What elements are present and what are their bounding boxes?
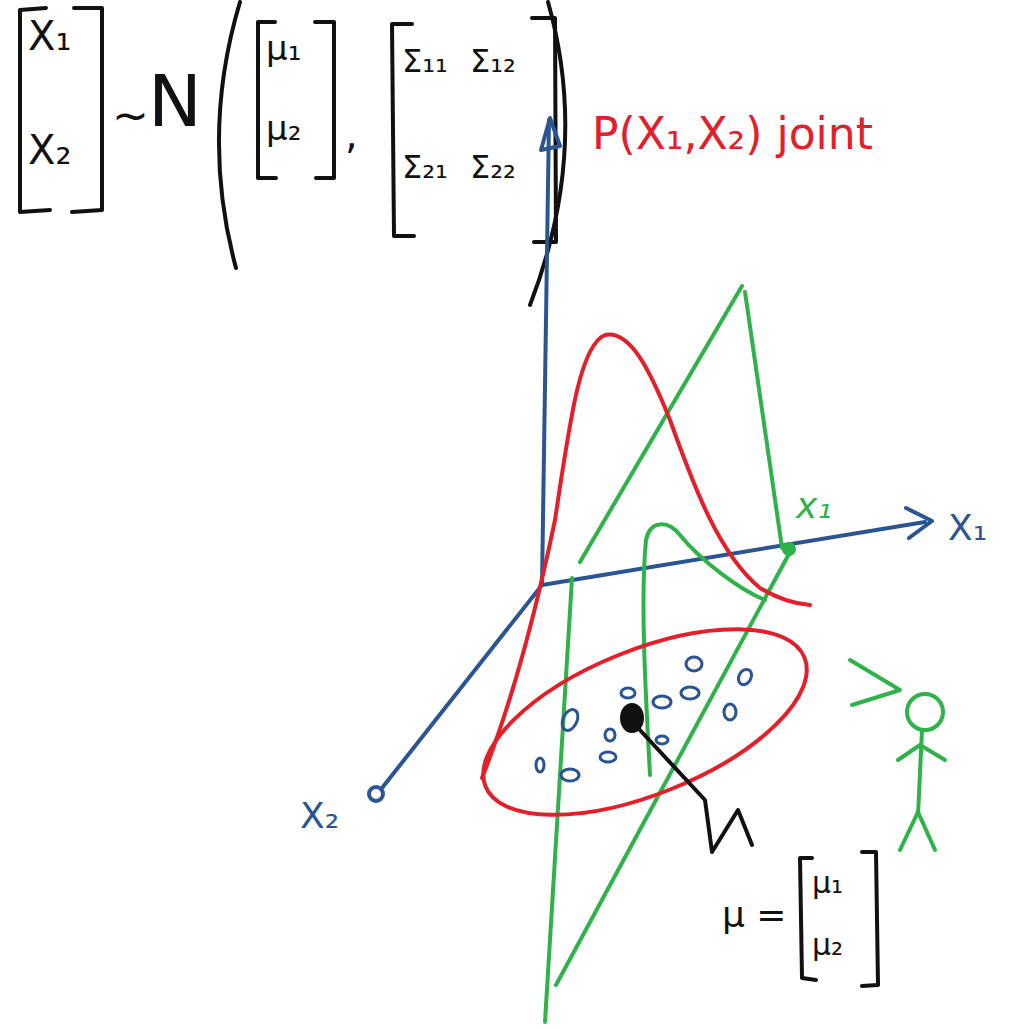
sample [605,729,615,741]
conditional-curve [643,524,765,775]
leader-line [638,728,752,852]
x2-axis [382,585,542,788]
label-anchor: N [148,62,202,141]
axis-arrowhead [906,508,932,538]
label-anchor: μ₁ [812,866,843,899]
label-anchor: X₁ [28,14,71,58]
axis-label: X₂ [300,795,339,836]
sample [656,736,668,744]
viewer-legs [900,812,935,850]
label-anchor: X₂ [300,796,339,836]
distributed-symbol: ~ [112,90,149,141]
mean-bracket [862,852,878,986]
sample [600,752,616,762]
mean-entry: μ₂ [266,108,301,148]
covariance-entry: Σ₂₂ [470,148,516,186]
sample [736,667,754,687]
label-anchor: X₂ [28,128,71,172]
sample [681,687,699,699]
vector-bracket [72,8,102,212]
covariance-entry: Σ₁₁ [402,42,448,80]
covariance-entry: Σ₁₂ [470,42,516,80]
vertical-axis [542,120,549,585]
mean-bracket [315,22,334,178]
viewer-arms [898,745,945,760]
mean-callout [622,705,878,986]
normal-symbol: N [148,59,202,143]
label-anchor: μ₂ [812,928,843,961]
axis-label: X₁ [948,507,987,548]
label-anchor: Σ₁₁ [402,44,448,79]
vector-entry: X₁ [28,13,71,59]
axis-arrowhead [541,118,560,150]
view-mark [850,660,900,705]
sample [536,758,544,772]
slice-value: x₁ [796,485,832,526]
sample [561,769,579,781]
label-anchor: Σ₂₁ [402,150,448,185]
sample [559,707,581,733]
plane-edge [545,578,572,1022]
label-anchor: μ₁ [266,30,301,67]
label-anchor: ~ [112,92,149,140]
label-anchor: μ₂ [266,110,301,147]
label-anchor: Σ₂₂ [470,150,516,185]
joint-density [459,335,832,854]
paren [219,2,240,268]
plane-edge [580,286,742,562]
label-anchor: x₁ [796,486,832,526]
sample [724,704,736,720]
vector-entry: X₂ [28,127,71,173]
mean-entry: μ₂ [812,927,843,962]
density-contour [459,591,832,853]
slice-point [784,544,794,554]
covariance-entry: Σ₂₁ [402,148,448,186]
sample [686,657,702,671]
plane-edge [556,552,790,985]
viewer-head [907,694,943,730]
separator: , [345,111,358,157]
label-anchor: P(X₁,X₂) joint [592,110,873,158]
samples [536,657,754,781]
axes [369,118,932,801]
viewer-body [918,730,922,815]
sample [621,688,635,698]
label-anchor: μ = [722,895,787,935]
joint-label: P(X₁,X₂) joint [592,108,873,159]
axis-end [369,787,383,801]
mean-label: μ = [722,894,787,935]
label-anchor: , [345,112,358,156]
mean-entry: μ₁ [266,28,301,68]
density-curve [482,335,810,778]
label-anchor: Σ₁₂ [470,44,516,79]
label-anchor: X₁ [948,508,987,548]
plane-edge [745,292,782,548]
slice-plane [545,286,945,1022]
sample [653,696,671,708]
formula-brackets [20,2,565,305]
mean-entry: μ₁ [812,865,843,900]
